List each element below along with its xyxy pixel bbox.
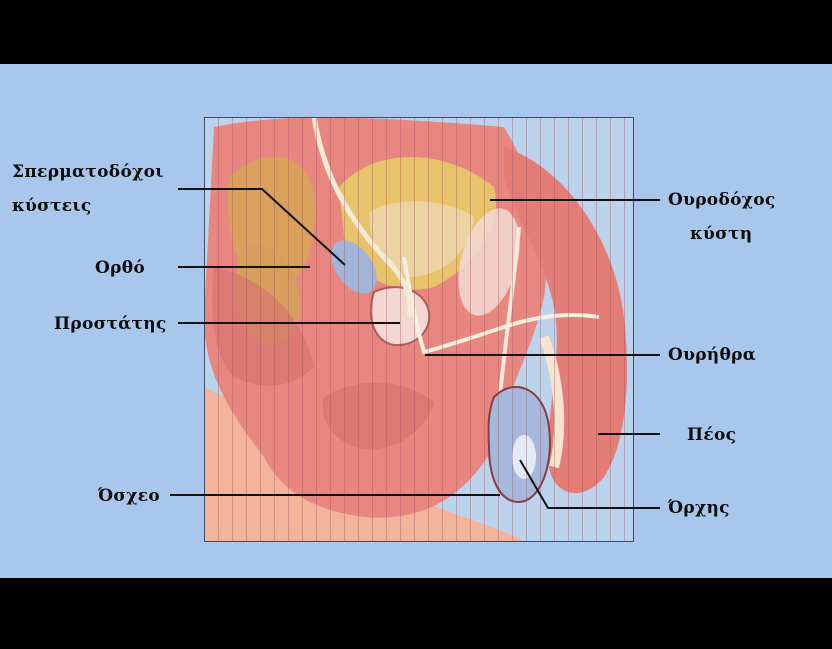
label-seminal-vesicles-line2: κύστεις <box>12 196 92 216</box>
anatomy-illustration <box>204 117 634 542</box>
label-bone: Όσχεο <box>98 486 160 506</box>
label-rectum: Ορθό <box>95 258 145 278</box>
label-urethra: Ουρήθρα <box>668 345 756 365</box>
label-bladder-line2: κύστη <box>690 224 752 244</box>
label-prostate: Προστάτης <box>54 314 167 334</box>
label-bladder-line1: Ουροδόχος <box>668 190 776 210</box>
label-seminal-vesicles-line1: Σπερματοδόχοι <box>12 162 164 182</box>
top-letterbox-bar <box>0 0 832 64</box>
label-testis: Όρχης <box>668 498 730 518</box>
bottom-letterbox-bar <box>0 578 832 649</box>
scan-stripes <box>204 117 634 542</box>
label-penis: Πέος <box>687 425 736 445</box>
